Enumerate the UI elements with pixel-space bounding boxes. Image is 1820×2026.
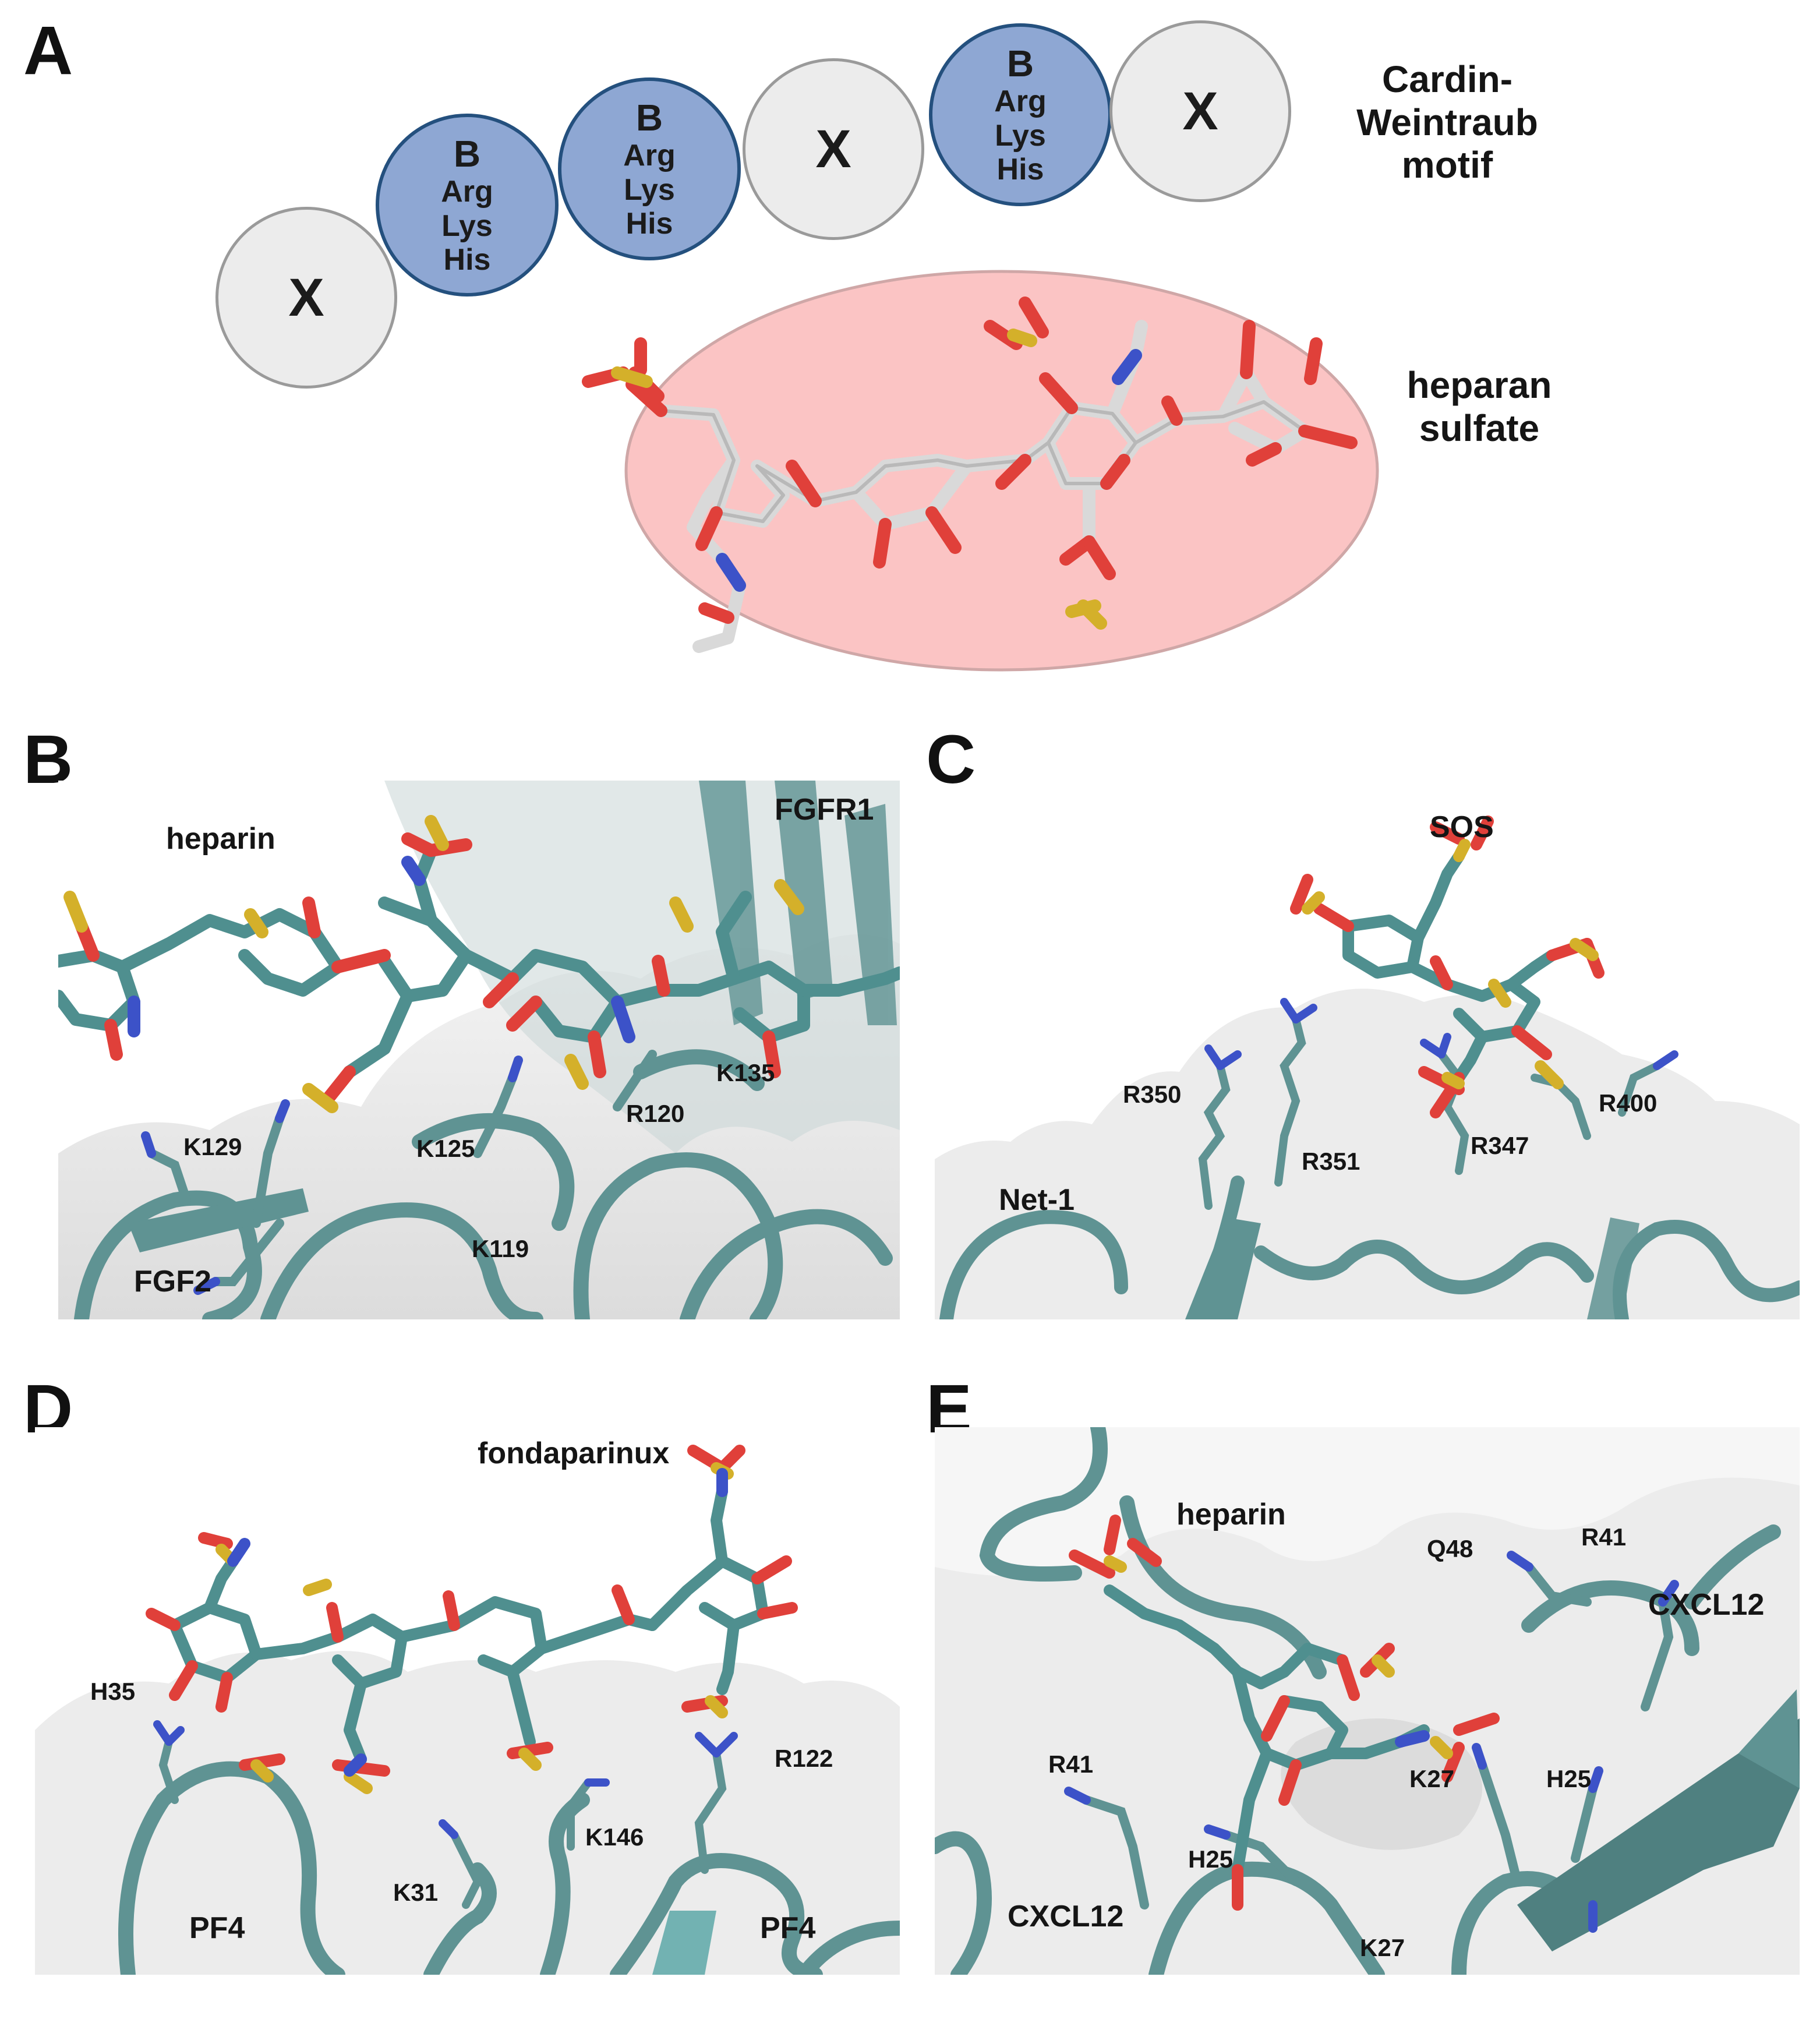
heparan-sulfate-illustration	[582, 270, 1379, 672]
net1-surface	[935, 989, 1800, 1319]
panel-b-res-r120: R120	[626, 1100, 685, 1127]
panel-e-res-k27-bottom: K27	[1360, 1934, 1405, 1961]
panel-c-ligand-label: SOS	[1430, 810, 1494, 844]
panel-c-net1-label: Net-1	[999, 1183, 1075, 1217]
net1-strand	[1185, 1217, 1261, 1319]
panel-d-structure	[35, 1427, 900, 1975]
pf4-strand	[652, 1911, 716, 1975]
panel-e-res-k27-top: K27	[1409, 1765, 1455, 1792]
circle-b1-label: B	[453, 132, 481, 175]
panel-d-res-r122: R122	[775, 1745, 833, 1772]
net1-strand-2	[1587, 1217, 1639, 1319]
heparan-sulfate-ellipse	[624, 270, 1379, 672]
circle-b1-res2: Lys	[441, 209, 493, 243]
cardin-weintraub-label: Cardin-Weintraub motif	[1296, 58, 1599, 187]
panel-b-res-k119: K119	[472, 1235, 529, 1262]
circle-b3-label: B	[1006, 42, 1034, 84]
motif-circle-b3: B Arg Lys His	[929, 23, 1112, 206]
sos-sticks	[1290, 816, 1605, 1118]
cxcl12-sheet-2	[1738, 1689, 1800, 1788]
panel-e-res-h25-left: H25	[1188, 1845, 1234, 1873]
circle-x1-label: X	[288, 267, 324, 327]
circle-b2-label: B	[635, 96, 663, 139]
heparin-e-sticks	[1069, 1515, 1500, 1911]
circle-x3-label: X	[1182, 81, 1218, 141]
heparan-sulfate-line2: sulfate	[1419, 407, 1540, 449]
panel-e-cxcl12-left-label: CXCL12	[1008, 1900, 1124, 1933]
motif-circle-x3: X	[1109, 20, 1291, 202]
hs-sulfur-bonds	[611, 329, 1107, 630]
motif-circle-b1: B Arg Lys His	[376, 114, 559, 297]
motif-circle-x1: X	[215, 207, 397, 389]
circle-b2-res1: Arg	[623, 139, 676, 173]
panel-b-res-k129: K129	[183, 1133, 242, 1160]
net1-side-chains	[1198, 1015, 1661, 1210]
cardin-weintraub-line1: Cardin-Weintraub	[1356, 58, 1538, 143]
cxcl12-surface-light	[935, 1427, 1800, 1576]
circle-b2-res2: Lys	[624, 172, 675, 207]
pf4-surface	[35, 1651, 900, 1975]
heparan-sulfate-line1: heparan	[1406, 364, 1552, 406]
panel-c-res-r350: R350	[1123, 1081, 1182, 1108]
fgf2-side-chains	[147, 1050, 657, 1286]
motif-circle-x2: X	[743, 58, 924, 240]
cardin-weintraub-line2: motif	[1401, 144, 1493, 186]
panel-b-structure	[58, 781, 900, 1319]
panel-b-res-k135: K135	[716, 1059, 775, 1086]
panel-d-res-k146: K146	[585, 1823, 644, 1851]
panel-c-res-r400: R400	[1599, 1089, 1658, 1117]
panel-e-structure	[935, 1427, 1800, 1975]
panel-b-fgf2-label: FGF2	[134, 1265, 211, 1298]
fgfr1-cartoon	[699, 781, 897, 1025]
panel-e-res-h25-right: H25	[1546, 1765, 1592, 1792]
fondaparinux-sticks	[146, 1445, 798, 1794]
panel-d-res-h35: H35	[90, 1678, 136, 1705]
panel-a-letter: A	[23, 12, 73, 89]
panel-e-res-q48: Q48	[1427, 1535, 1473, 1562]
circle-b1-res1: Arg	[441, 175, 493, 209]
circle-b1-res3: His	[443, 242, 491, 277]
panel-e-res-r41-top: R41	[1581, 1523, 1627, 1551]
panel-c-structure	[935, 810, 1800, 1319]
panel-b-ligand-label: heparin	[166, 822, 275, 856]
circle-b3-res2: Lys	[995, 118, 1046, 153]
panel-d-res-k31: K31	[393, 1879, 439, 1906]
heparin-sticks	[58, 815, 900, 1113]
panel-e-cxcl12-right-label: CXCL12	[1648, 1588, 1765, 1622]
circle-b3-res3: His	[996, 152, 1044, 186]
fgf2-cartoon	[74, 1049, 893, 1319]
panel-e-ligand-label: heparin	[1176, 1498, 1286, 1531]
circle-x2-label: X	[815, 119, 851, 179]
panel-d-pf4-right-label: PF4	[760, 1911, 816, 1945]
panel-b-fgfr1-label: FGFR1	[775, 793, 874, 827]
circle-b3-res1: Arg	[994, 84, 1047, 119]
heparan-sulfate-label: heparan sulfate	[1357, 364, 1602, 450]
panel-d-pf4-left-label: PF4	[189, 1911, 245, 1945]
cxcl12-sheet	[1517, 1718, 1800, 1951]
panel-c-res-r351: R351	[1302, 1148, 1360, 1175]
panel-b-res-k125: K125	[416, 1135, 475, 1162]
pf4-side-chains	[158, 1738, 727, 1909]
panel-c-res-r347: R347	[1471, 1132, 1529, 1159]
circle-b2-res3: His	[625, 206, 673, 241]
cxcl12-side-chains	[1082, 1562, 1674, 1909]
hs-nitrogen-bonds	[716, 349, 1142, 592]
panel-c-letter: C	[926, 721, 976, 798]
panel-e-res-r41-left: R41	[1048, 1750, 1094, 1778]
panel-d-ligand-label: fondaparinux	[478, 1436, 670, 1470]
motif-circle-b2: B Arg Lys His	[558, 77, 741, 260]
